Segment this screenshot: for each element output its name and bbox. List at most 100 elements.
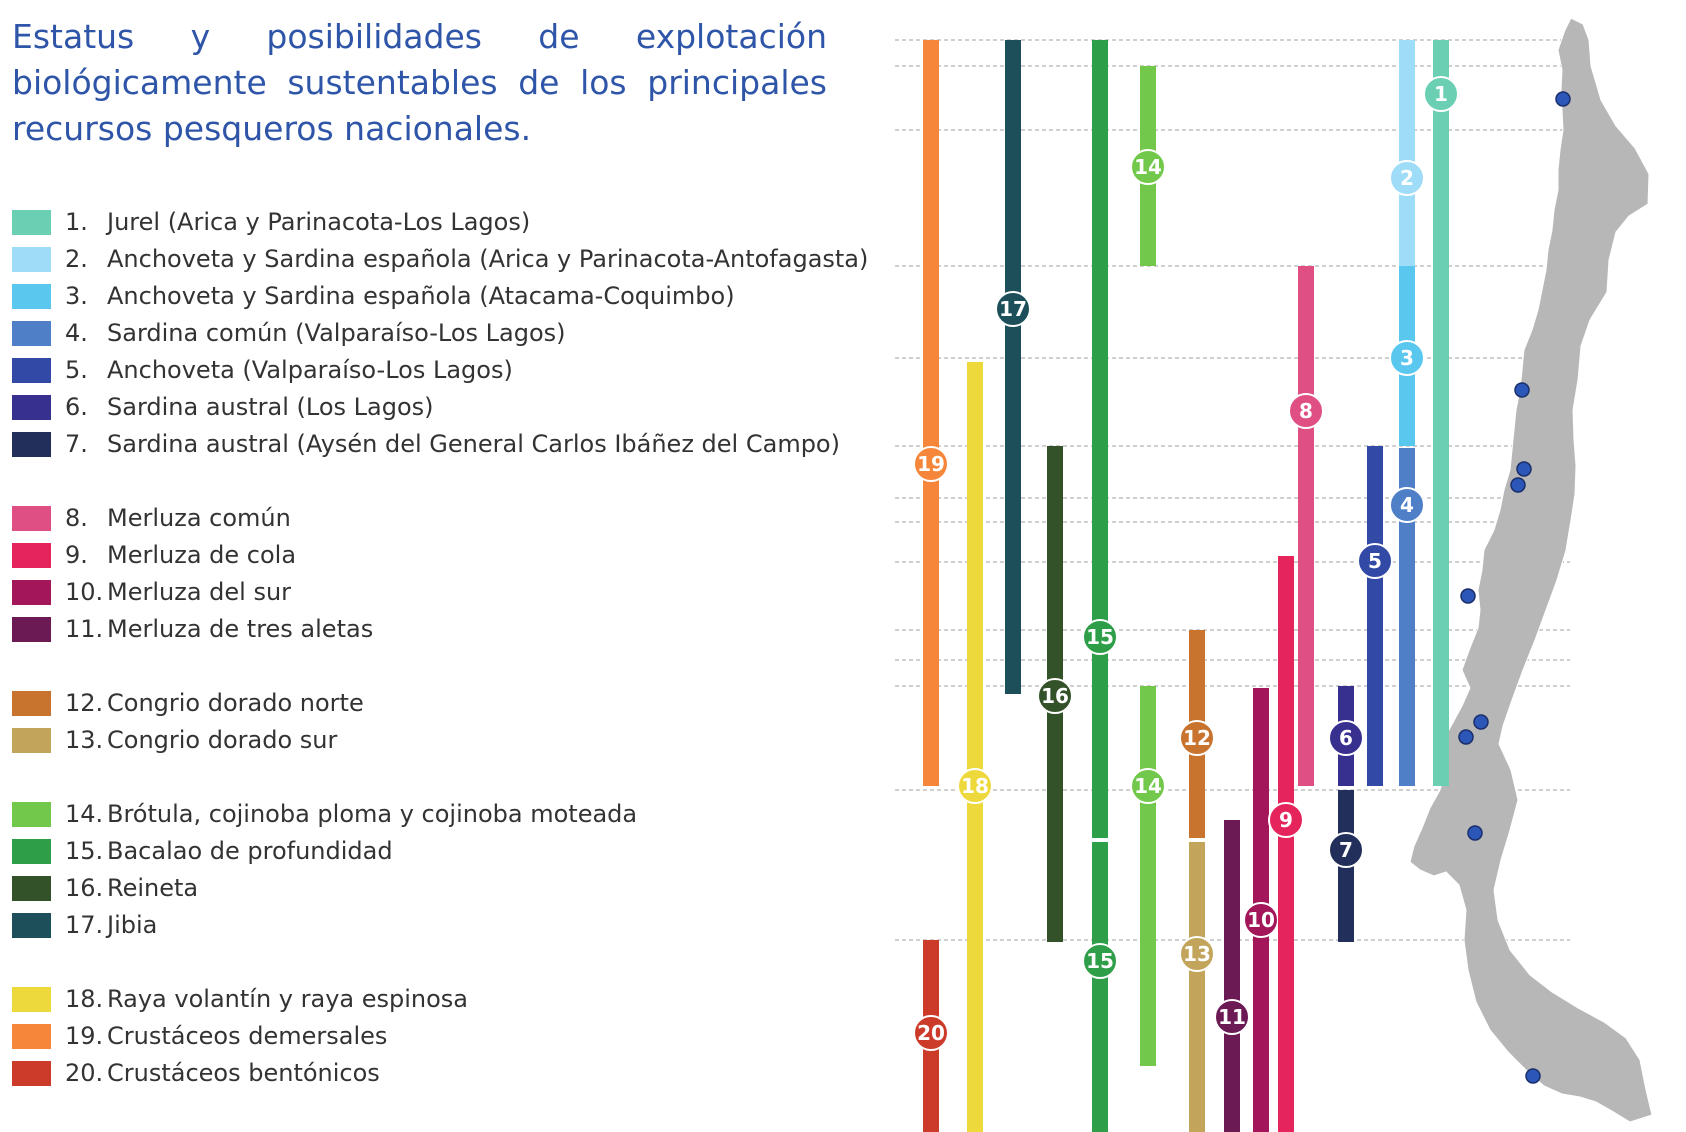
resource-bar: 1 xyxy=(1423,40,1459,786)
legend-item: 17.Jibia xyxy=(12,909,157,941)
bar-badge xyxy=(1389,160,1425,196)
resource-bar: 13 xyxy=(1179,842,1215,1132)
legend-swatch xyxy=(12,1060,51,1086)
legend-label: Anchoveta y Sardina española (Atacama-Co… xyxy=(107,282,735,310)
bar-badge xyxy=(1082,943,1118,979)
legend-label: Jibia xyxy=(107,911,158,939)
legend-item: 2. Anchoveta y Sardina española (Arica y … xyxy=(12,243,868,275)
legend-swatch xyxy=(12,801,51,827)
legend-number: 19. xyxy=(65,1022,104,1050)
legend-label: Jurel (Arica y Parinacota-Los Lagos) xyxy=(107,208,531,236)
legend-number: 18. xyxy=(65,985,104,1013)
legend-item: 4.Sardina común (Valparaíso-Los Lagos) xyxy=(12,317,566,349)
bar-segment xyxy=(1367,446,1383,786)
resource-bar: 16 xyxy=(1037,446,1073,942)
legend-item: 11.Merluza de tres aletas xyxy=(12,613,373,645)
legend-item: 9.Merluza de cola xyxy=(12,539,296,571)
port-marker xyxy=(1473,714,1489,730)
bar-badge-label: 11 xyxy=(1218,1005,1246,1029)
bar-badge xyxy=(1179,720,1215,756)
bar-badge xyxy=(1389,487,1425,523)
legend-item: 18.Raya volantín y raya espinosa xyxy=(12,983,468,1015)
legend-item: 5.Anchoveta (Valparaíso-Los Lagos) xyxy=(12,354,513,386)
bar-badge-label: 15 xyxy=(1086,949,1114,973)
port-marker xyxy=(1510,477,1526,493)
resource-bar: 15 xyxy=(1082,842,1118,1132)
resource-bar: 12 xyxy=(1179,630,1215,838)
port-marker xyxy=(1514,382,1530,398)
bar-segment xyxy=(1433,40,1449,786)
legend-label: Sardina austral (Los Lagos) xyxy=(107,393,434,421)
legend-number: 16. xyxy=(65,874,104,902)
legend-swatch xyxy=(12,283,51,309)
legend-swatch xyxy=(12,394,51,420)
port-marker xyxy=(1460,588,1476,604)
port-marker xyxy=(1555,91,1571,107)
bar-badge-label: 20 xyxy=(917,1021,945,1045)
legend-swatch xyxy=(12,727,51,753)
legend-label: Anchoveta y Sardina española (Arica y Pa… xyxy=(107,245,869,273)
bar-badge-label: 8 xyxy=(1299,399,1313,423)
bar-badge-label: 19 xyxy=(917,452,945,476)
bar-segment xyxy=(1399,40,1415,266)
legend-label: Congrio dorado sur xyxy=(107,726,338,754)
resource-bar: 10 xyxy=(1243,688,1279,1132)
legend-swatch xyxy=(12,542,51,568)
legend-swatch xyxy=(12,986,51,1012)
chile-map-shape xyxy=(1409,17,1653,1123)
port-marker xyxy=(1467,825,1483,841)
bar-badge-label: 4 xyxy=(1400,493,1414,517)
legend-swatch xyxy=(12,357,51,383)
resource-bar: 5 xyxy=(1357,446,1393,786)
resource-bar: 20 xyxy=(913,940,949,1132)
legend-label: Sardina común (Valparaíso-Los Lagos) xyxy=(107,319,566,347)
legend-item: 7.Sardina austral (Aysén del General Car… xyxy=(12,428,840,460)
legend-item: 10.Merluza del sur xyxy=(12,576,291,608)
legend-swatch xyxy=(12,838,51,864)
ports xyxy=(1458,91,1571,1084)
bar-badge xyxy=(1037,678,1073,714)
bar-badge xyxy=(1214,999,1250,1035)
legend-number: 12. xyxy=(65,689,104,717)
legend-number: 6. xyxy=(65,393,88,421)
legend-number: 14. xyxy=(65,800,104,828)
port-marker xyxy=(1516,461,1532,477)
bar-badge xyxy=(1423,76,1459,112)
legend-item: 15.Bacalao de profundidad xyxy=(12,835,393,867)
legend-swatch xyxy=(12,690,51,716)
legend-label: Reineta xyxy=(107,874,199,902)
bar-segment xyxy=(1092,842,1108,1132)
legend-item: 3.Anchoveta y Sardina española (Atacama-… xyxy=(12,280,735,312)
bar-badge-label: 14 xyxy=(1134,155,1162,179)
bar-segment xyxy=(923,40,939,786)
bar-badge xyxy=(995,291,1031,327)
resource-bar: 9 xyxy=(1268,556,1304,1132)
legend-item: 8.Merluza común xyxy=(12,502,291,534)
legend-number: 11. xyxy=(65,615,104,643)
legend-swatch xyxy=(12,616,51,642)
resource-bar: 7 xyxy=(1328,790,1364,942)
legend-number: 15. xyxy=(65,837,104,865)
chile-map xyxy=(1409,17,1653,1123)
legend-label: Merluza del sur xyxy=(107,578,292,606)
resource-bar: 14 xyxy=(1130,66,1166,266)
bar-segment xyxy=(1224,820,1240,1132)
legend-label: Crustáceos demersales xyxy=(107,1022,388,1050)
bar-segment xyxy=(1278,556,1294,1132)
legend-number: 7. xyxy=(65,430,88,458)
legend-swatch xyxy=(12,246,51,272)
legend-item: 13.Congrio dorado sur xyxy=(12,724,337,756)
port-marker xyxy=(1525,1068,1541,1084)
resource-bar: 17 xyxy=(995,40,1031,694)
legend-label: Crustáceos bentónicos xyxy=(107,1059,380,1087)
bar-badge-label: 14 xyxy=(1134,774,1162,798)
legend-item: 1.Jurel (Arica y Parinacota-Los Lagos) xyxy=(12,206,530,238)
legend-label: Brótula, cojinoba ploma y cojinoba motea… xyxy=(107,800,638,828)
legend-number: 2. xyxy=(65,245,88,273)
legend-swatch xyxy=(12,320,51,346)
resource-bar: 3 xyxy=(1389,266,1425,446)
bar-badge xyxy=(913,1015,949,1051)
legend-number: 5. xyxy=(65,356,88,384)
